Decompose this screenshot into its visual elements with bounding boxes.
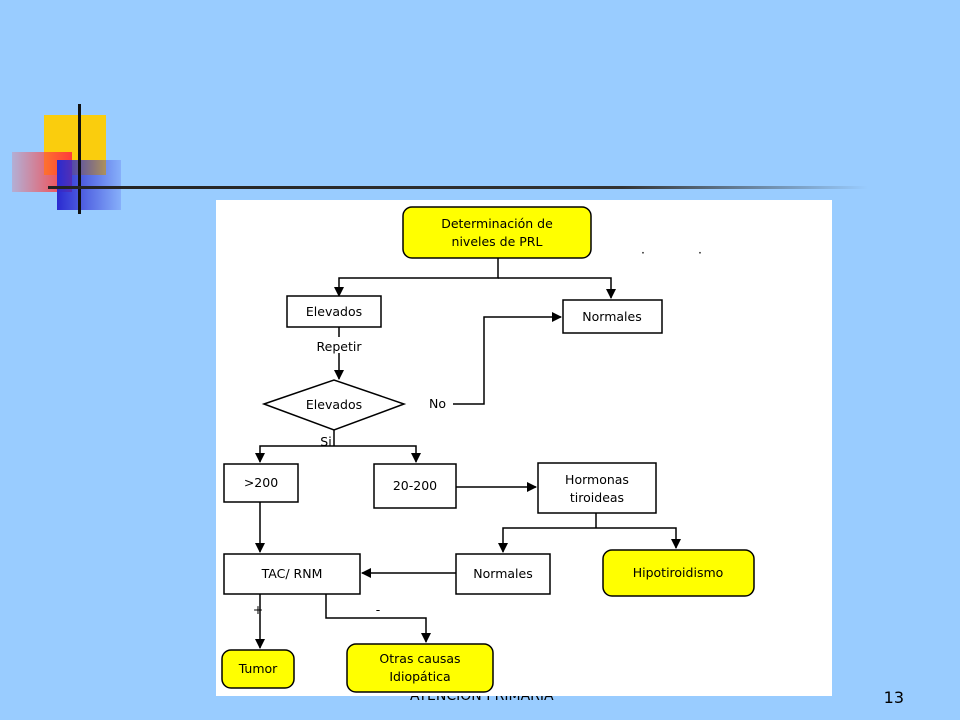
node-hipotiroidismo-label: Hipotiroidismo [633, 565, 724, 580]
node-start-line1: Determinación de [441, 216, 553, 231]
arrow-start-to-normales [498, 277, 616, 299]
connectors [255, 258, 681, 649]
node-range: 20-200 [373, 463, 457, 509]
label-plus: + [253, 602, 263, 617]
title-underline [48, 186, 868, 189]
node-hormonas-line2: tiroideas [570, 490, 624, 505]
node-normales-bottom: Normales [455, 553, 551, 595]
node-start-line2: niveles de PRL [452, 234, 543, 249]
flowchart-diagram: Determinación de niveles de PRL · · Elev… [221, 206, 755, 693]
node-decision-label: Elevados [306, 397, 362, 412]
node-hipotiroidismo: Hipotiroidismo [602, 549, 755, 597]
node-otras-line2: Idiopática [389, 669, 450, 684]
node-hormonas-line1: Hormonas [565, 472, 629, 487]
node-otras-line1: Otras causas [379, 651, 460, 666]
node-gt200-label: >200 [244, 475, 278, 490]
decorative-blue-square [57, 160, 121, 210]
node-hormonas: Hormonas tiroideas [537, 462, 657, 514]
node-normales-top-label: Normales [582, 309, 641, 324]
stray-dot: · [641, 245, 645, 260]
decorative-vertical-line [78, 104, 81, 214]
node-tac-label: TAC/ RNM [261, 566, 323, 581]
label-repetir: Repetir [317, 339, 363, 354]
label-si: Si [320, 434, 331, 449]
arrow-start-to-elevados [334, 258, 499, 297]
page-number: 13 [883, 688, 904, 707]
node-start: Determinación de niveles de PRL [402, 206, 592, 259]
arrow-no-to-normales [453, 312, 562, 405]
flowchart-panel: Determinación de niveles de PRL · · Elev… [216, 200, 832, 696]
arrow-hormonas-to-normales [498, 527, 596, 553]
label-no: No [429, 396, 446, 411]
arrow-tac-to-otras [325, 594, 431, 643]
node-decision: Elevados [261, 379, 407, 431]
node-range-label: 20-200 [393, 478, 437, 493]
arrow-hormonas-to-hipotiroidismo [596, 527, 681, 549]
node-tac: TAC/ RNM [223, 553, 361, 595]
node-gt200: >200 [223, 463, 299, 503]
label-minus: - [376, 602, 381, 617]
arrow-si-to-range [334, 445, 421, 463]
stray-dot: · [698, 245, 702, 260]
node-tumor-label: Tumor [238, 661, 278, 676]
node-otras: Otras causas Idiopática [346, 643, 494, 693]
node-elevados: Elevados [286, 295, 382, 328]
node-normales-bottom-label: Normales [473, 566, 532, 581]
node-normales-top: Normales [562, 299, 663, 334]
node-elevados-label: Elevados [306, 304, 362, 319]
arrow-si-to-gt200 [255, 445, 334, 463]
node-tumor: Tumor [221, 649, 295, 689]
